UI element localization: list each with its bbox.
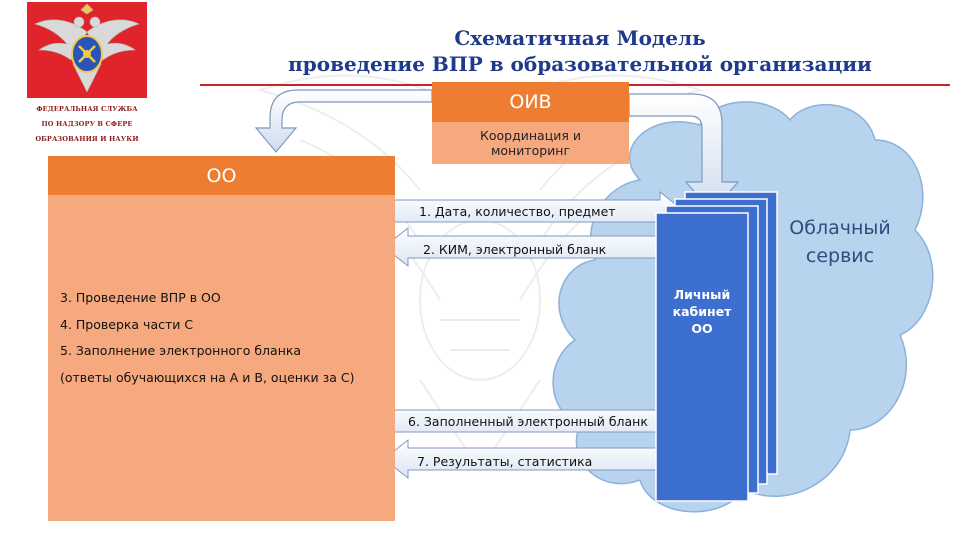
agency-line: ФЕДЕРАЛЬНАЯ СЛУЖБА xyxy=(36,105,138,113)
page-title-line2: проведение ВПР в образовательной организ… xyxy=(288,52,872,76)
oo-body xyxy=(48,195,395,521)
arrow-1-label: 1. Дата, количество, предмет xyxy=(419,204,616,219)
cabinet-label: Личный кабинет ОО xyxy=(657,286,747,337)
arrow-2-label: 2. КИМ, электронный бланк xyxy=(423,242,607,257)
oo-steps-list: 3. Проведение ВПР в ОО 4. Проверка части… xyxy=(60,285,354,391)
cabinet-label-line: Личный xyxy=(673,287,731,302)
cloud-label-line: Облачный xyxy=(789,217,891,239)
oo-step: 5. Заполнение электронного бланка xyxy=(60,343,302,358)
arrow-7-label: 7. Результаты, статистика xyxy=(417,454,593,469)
oo-step: 3. Проведение ВПР в ОО xyxy=(60,290,221,305)
oiv-header: ОИВ xyxy=(432,82,629,122)
agency-line: ПО НАДЗОРУ В СФЕРЕ xyxy=(41,120,133,128)
arrow-2-left xyxy=(383,226,685,268)
cloud-label: Облачный сервис xyxy=(778,214,902,270)
arrow-7-left xyxy=(383,438,685,480)
agency-name: ФЕДЕРАЛЬНАЯ СЛУЖБА ПО НАДЗОРУ В СФЕРЕ ОБ… xyxy=(27,102,147,147)
emblem-panel xyxy=(27,2,147,98)
oo-header: ОО xyxy=(48,156,395,195)
agency-line: ОБРАЗОВАНИЯ И НАУКИ xyxy=(35,135,139,143)
oo-step: 4. Проверка части С xyxy=(60,316,194,332)
page-title-line1: Схематичная Модель xyxy=(454,26,706,50)
oiv-description: Координация и мониторинг xyxy=(432,122,629,164)
cloud-label-line: сервис xyxy=(805,245,875,267)
oo-step: (ответы обучающихся на А и В, оценки за … xyxy=(60,369,355,385)
personal-cabinet-stack xyxy=(655,191,778,502)
double-headed-eagle-emblem-icon xyxy=(34,3,140,93)
cabinet-label-line: кабинет xyxy=(672,304,732,319)
cabinet-label-line: ОО xyxy=(691,321,713,336)
arrow-6-label: 6. Заполненный электронный бланк xyxy=(408,414,648,429)
oiv-to-oo-arrow xyxy=(254,89,433,153)
